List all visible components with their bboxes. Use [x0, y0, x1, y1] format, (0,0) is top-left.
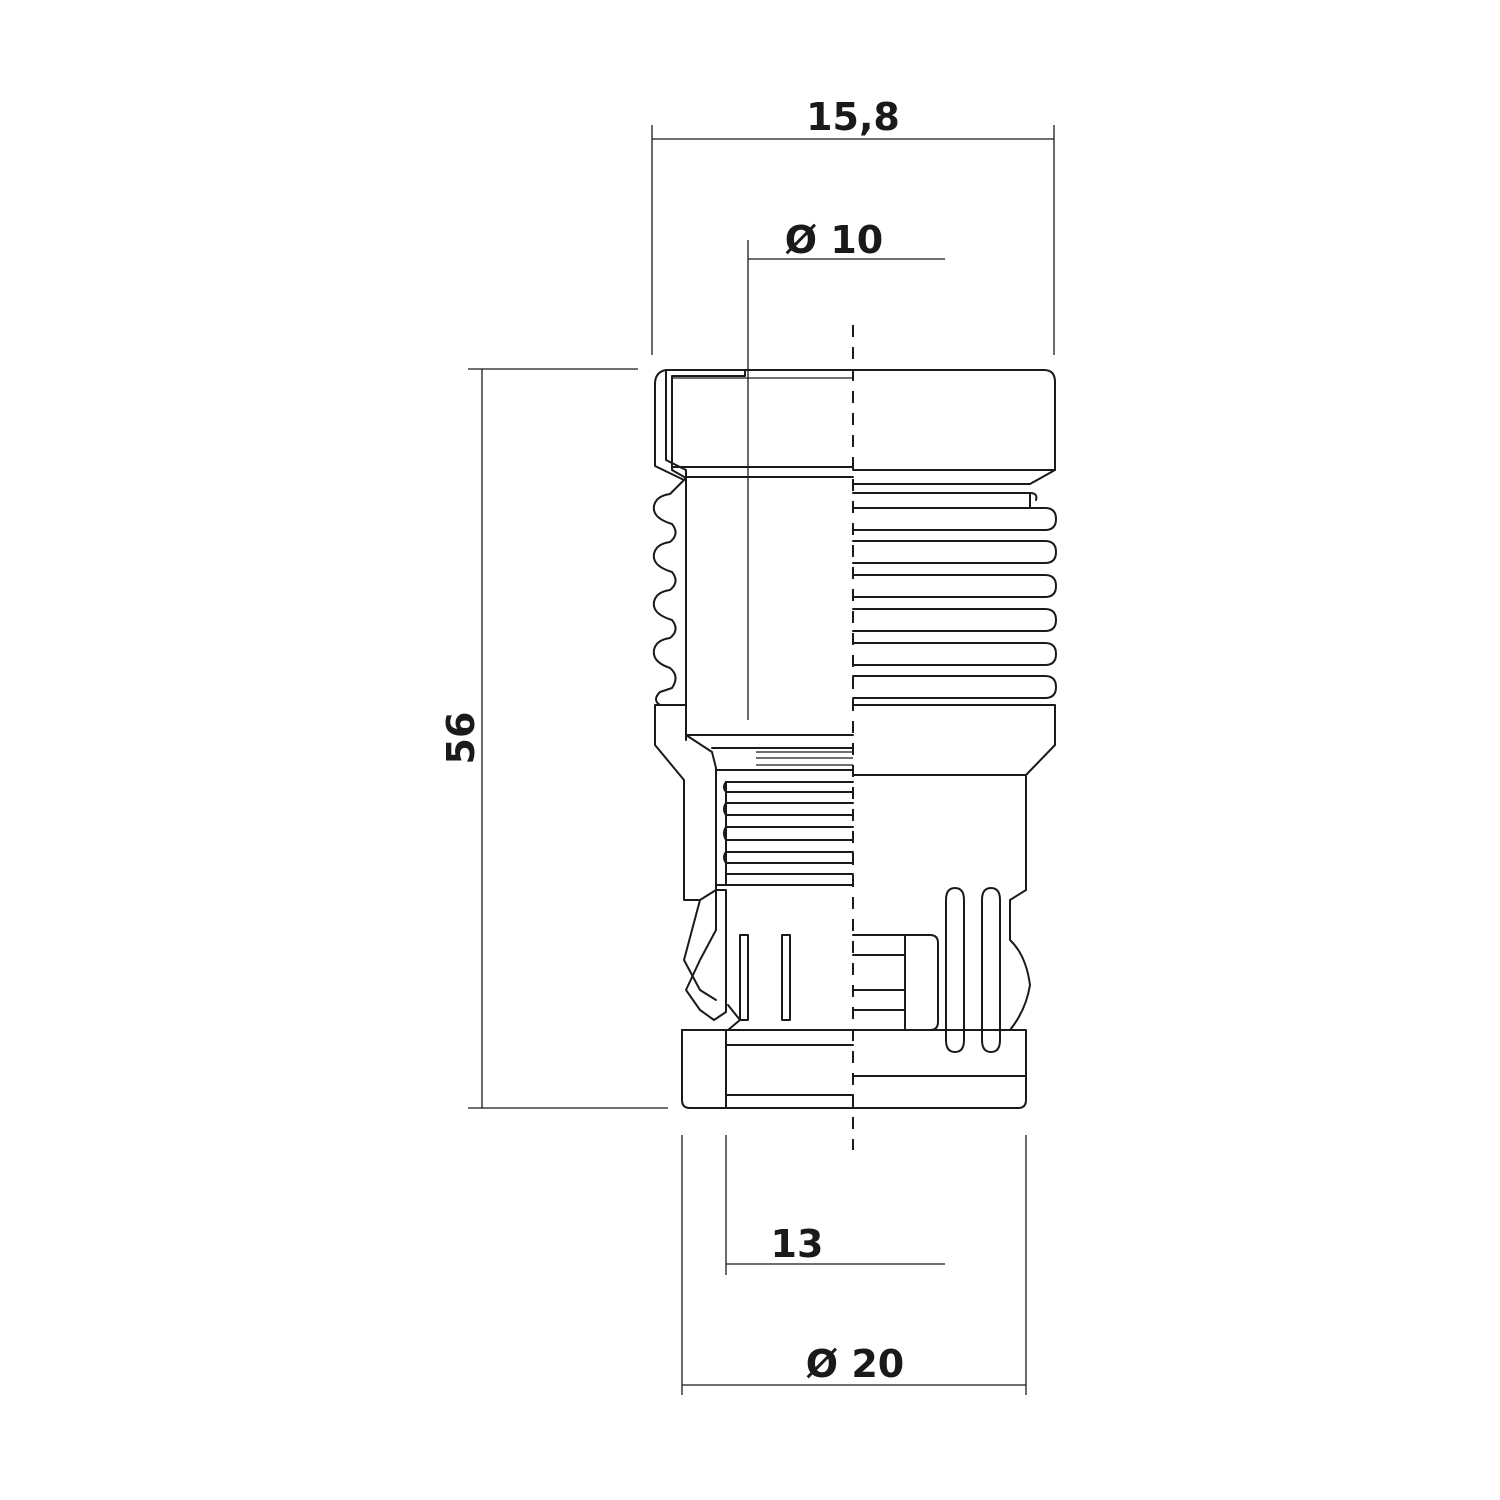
dimension-label-top-width: 15,8: [806, 95, 900, 139]
dimension-label-inner-diameter: Ø 10: [785, 218, 883, 262]
base-exterior: [852, 1029, 1027, 1109]
dimension-bottom-inner: 13: [725, 1135, 945, 1275]
dimension-height: 56: [439, 368, 668, 1109]
dimension-top-width: 15,8: [651, 95, 1055, 355]
latch-slot-1: [945, 887, 965, 1053]
clip-outline: [683, 899, 717, 1001]
head-exterior: [852, 369, 1056, 485]
clip-slot-left: [739, 934, 749, 1021]
dimension-label-outer-diameter: Ø 20: [806, 1342, 904, 1386]
dimension-outer-diameter: Ø 20: [681, 1135, 1027, 1395]
clip-section: [685, 889, 727, 1021]
flange-exterior: [852, 704, 1056, 776]
latch-slot-2: [981, 887, 1001, 1053]
thread-ribs: [852, 492, 1057, 699]
head-outline-left: [654, 369, 685, 481]
part-section-left: [652, 369, 854, 1109]
dimension-label-height: 56: [439, 712, 483, 765]
clip-slot-right: [781, 934, 791, 1021]
dimension-label-bottom-inner: 13: [771, 1222, 824, 1266]
head-wall-section: [665, 369, 746, 479]
base-ring-section: [681, 1029, 727, 1109]
inner-thread-lines: [715, 751, 854, 886]
latch-tongue: [852, 934, 939, 1031]
dimension-inner-diameter: Ø 10: [747, 218, 945, 720]
clip-tip: [727, 1004, 741, 1031]
thread-wall-section: [652, 477, 687, 706]
part-exterior-right: [852, 369, 1057, 1109]
body-exterior-outline: [1009, 774, 1031, 1031]
